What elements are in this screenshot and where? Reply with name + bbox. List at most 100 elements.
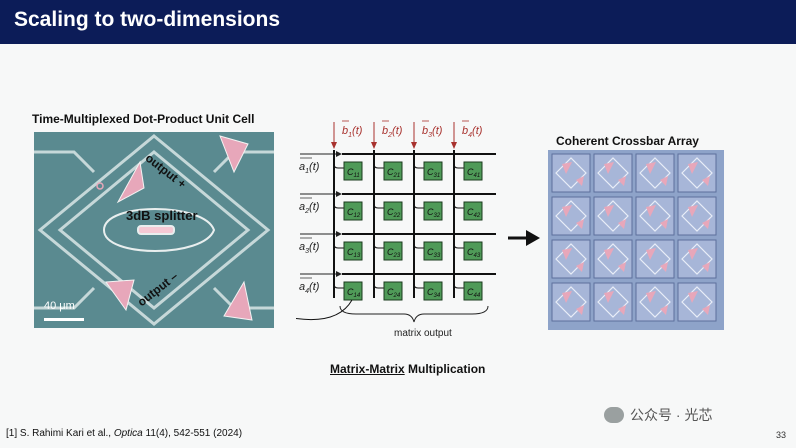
wechat-icon [604, 407, 624, 423]
b-arrowhead [371, 142, 377, 149]
crossbar-detector [562, 162, 572, 174]
cell-tap-line [453, 278, 464, 289]
crossbar-cell [551, 153, 591, 193]
crossbar-cell [551, 282, 591, 322]
crossbar-detector [646, 248, 656, 260]
splitter-label: 3dB splitter [126, 208, 198, 223]
cell-box [383, 281, 403, 301]
cell-tap-line [453, 238, 464, 249]
crossbar-detector [702, 219, 710, 229]
crossbar-detector [688, 205, 698, 217]
crossbar-waveguide [681, 157, 713, 189]
crossbar-array-image [548, 150, 724, 330]
crossbar-waveguide [639, 286, 671, 318]
cell-tap-line [373, 278, 384, 289]
crossbar-waveguide [639, 157, 671, 189]
cell-label: C22 [387, 207, 401, 219]
crossbar-detector [646, 162, 656, 174]
crossbar-detector [660, 305, 668, 315]
matrix-output-label: matrix output [394, 328, 452, 339]
cell-box [423, 201, 443, 221]
cell-box [463, 241, 483, 261]
crossbar-waveguide [639, 200, 671, 232]
crossbar-detector [604, 291, 614, 303]
cell-label: C43 [467, 247, 481, 259]
crossbar-cell [635, 282, 675, 322]
cell-tap-line [373, 238, 384, 249]
crossbar-detector [604, 248, 614, 260]
crossbar-detector [702, 305, 710, 315]
crossbar-waveguide [639, 243, 671, 275]
cell-tap-line [413, 158, 424, 169]
scale-bar-label: 40 μm [44, 300, 75, 312]
matrix-caption: Matrix-Matrix Multiplication [330, 362, 485, 376]
slide-header: Scaling to two-dimensions [0, 0, 796, 44]
a-input-label: a4(t) [299, 281, 320, 295]
reference-prefix: [1] S. Rahimi Kari et al., [6, 428, 114, 439]
crossbar-detector [618, 262, 626, 272]
cell-label: C33 [427, 247, 441, 259]
caption-emphasis: Matrix-Matrix [330, 362, 405, 376]
reference-journal: Optica [113, 428, 143, 439]
crossbar-detector [576, 176, 584, 186]
reference-suffix: 11(4), 542-551 (2024) [142, 428, 243, 439]
crossbar-detector [688, 162, 698, 174]
cell-label: C31 [427, 167, 440, 179]
cell-box [423, 241, 443, 261]
cell-box [343, 281, 363, 301]
cell-label: C14 [347, 287, 361, 299]
crossbar-detector [576, 305, 584, 315]
micrograph-drawing [34, 132, 274, 328]
crossbar-detector [576, 219, 584, 229]
crossbar-cell [593, 196, 633, 236]
cell-box [383, 241, 403, 261]
cell-box [343, 241, 363, 261]
cell-tap-line [333, 238, 344, 249]
crossbar-cell [551, 196, 591, 236]
a-arrowhead [336, 151, 342, 157]
cell-box [343, 201, 363, 221]
crossbar-waveguide [681, 286, 713, 318]
curved-arrow [296, 299, 353, 321]
crossbar-detector [688, 248, 698, 260]
cell-label: C11 [347, 167, 360, 179]
cell-box [423, 281, 443, 301]
page-number: 33 [775, 430, 786, 440]
crossbar-detector [646, 291, 656, 303]
cell-label: C32 [427, 207, 441, 219]
crossbar-detector [562, 291, 572, 303]
cell-tap-line [333, 198, 344, 209]
crossbar-waveguide [681, 200, 713, 232]
crossbar-waveguide [597, 286, 629, 318]
crossbar-waveguide [555, 157, 587, 189]
crossbar-cell [677, 239, 717, 279]
crossbar-cell [635, 239, 675, 279]
crossbar-detector [702, 176, 710, 186]
crossbar-waveguide [597, 157, 629, 189]
crossbar-cell [551, 239, 591, 279]
cell-tap-line [413, 238, 424, 249]
a-arrowhead [336, 271, 342, 277]
a-arrowhead [336, 191, 342, 197]
crossbar-detector [618, 176, 626, 186]
cell-box [423, 161, 443, 181]
unit-cell-title: Time-Multiplexed Dot-Product Unit Cell [32, 112, 255, 126]
cell-tap-line [373, 198, 384, 209]
cell-tap-line [413, 278, 424, 289]
crossbar-waveguide [555, 243, 587, 275]
crossbar-cell [677, 153, 717, 193]
crossbar-detector [660, 219, 668, 229]
crossbar-detector [604, 205, 614, 217]
a-input-label: a1(t) [299, 161, 320, 175]
cell-label: C12 [347, 207, 361, 219]
b-input-label: b4(t) [462, 125, 483, 139]
crossbar-detector [618, 305, 626, 315]
cell-box [383, 161, 403, 181]
b-input-label: b2(t) [382, 125, 403, 139]
reference-citation: [1] S. Rahimi Kari et al., Optica 11(4),… [6, 428, 242, 439]
crossbar-waveguide [555, 286, 587, 318]
cell-label: C21 [387, 167, 400, 179]
a-arrowhead [336, 231, 342, 237]
crossbar-detector [660, 176, 668, 186]
cell-box [383, 201, 403, 221]
